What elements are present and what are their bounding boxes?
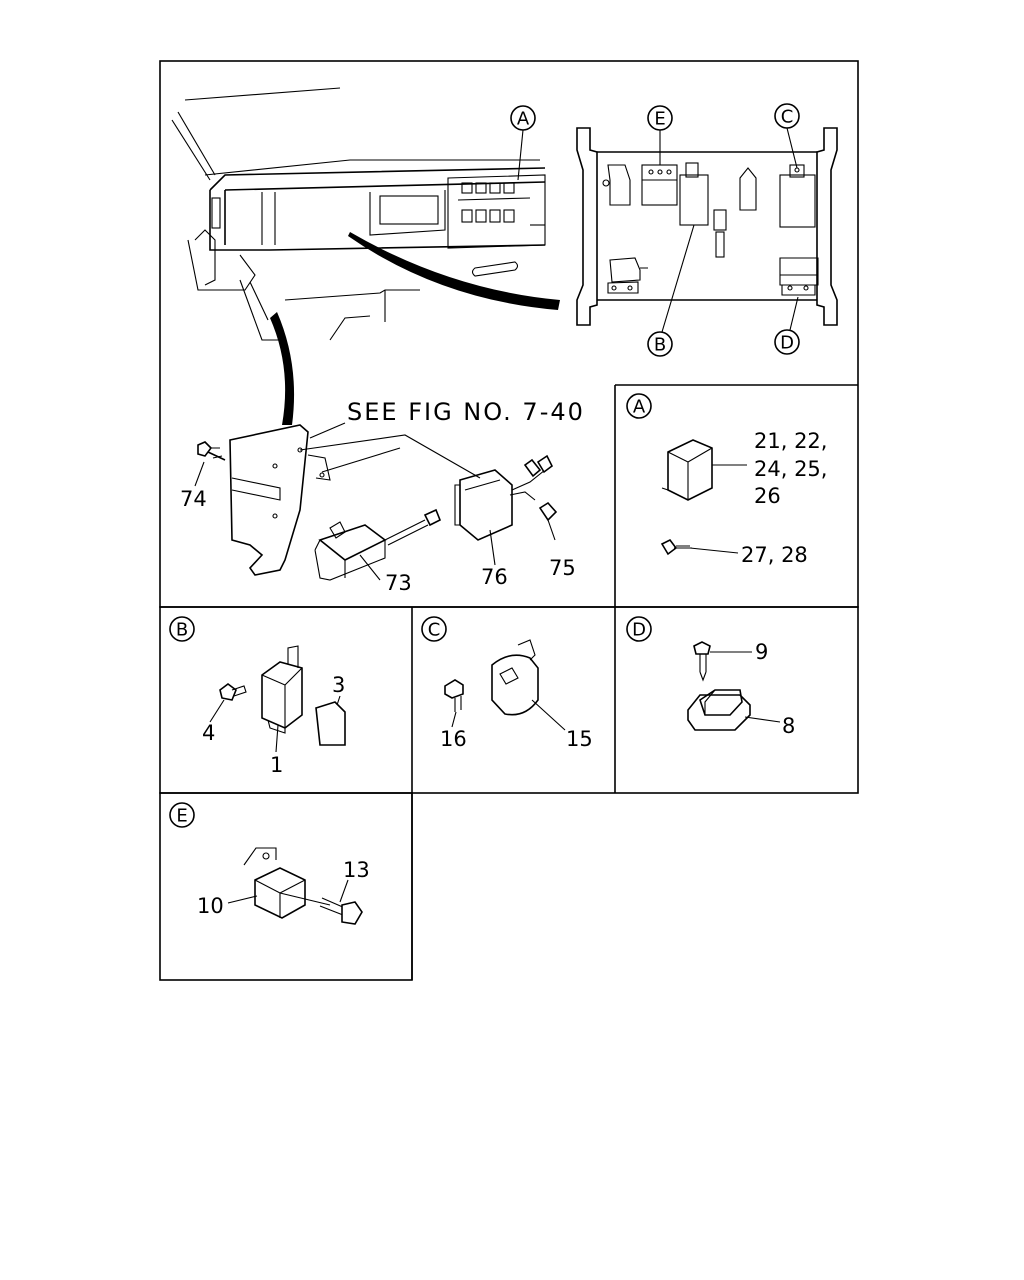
callout-d: D bbox=[774, 296, 800, 355]
screw-9 bbox=[693, 641, 711, 682]
panel-a-screw-label: 27, 28 bbox=[741, 543, 808, 567]
panel-a-marker: A bbox=[633, 397, 646, 418]
panel-d-label-9: 9 bbox=[755, 640, 768, 664]
bracket-assembly: SEE FIG NO. 7-40 bbox=[197, 398, 585, 581]
relay-10 bbox=[243, 847, 306, 919]
screw-4 bbox=[219, 683, 247, 701]
callout-b: B bbox=[647, 224, 695, 357]
panel-e: E 13 10 bbox=[169, 802, 370, 925]
panel-c-label-15: 15 bbox=[566, 727, 593, 751]
panel-e-marker: E bbox=[176, 806, 187, 827]
part-label-74: 74 bbox=[180, 487, 207, 511]
panel-e-label-10: 10 bbox=[197, 894, 224, 918]
callout-a: A bbox=[510, 105, 536, 181]
part-label-76: 76 bbox=[481, 565, 508, 589]
panel-c: C 16 15 bbox=[421, 616, 593, 751]
part-label-73: 73 bbox=[385, 571, 412, 595]
relay-15 bbox=[491, 639, 539, 716]
panel-b-label-1: 1 bbox=[270, 753, 283, 777]
svg-text:B: B bbox=[654, 335, 666, 356]
relay-8 bbox=[687, 689, 751, 731]
panel-b: B 3 4 1 bbox=[169, 616, 346, 777]
diagram-frame bbox=[159, 60, 859, 981]
panel-a: A 21, 22, 24, 25, 26 27, 28 bbox=[626, 393, 827, 567]
svg-text:C: C bbox=[781, 107, 794, 128]
svg-text:A: A bbox=[517, 109, 530, 130]
relay-1 bbox=[261, 645, 303, 734]
panel-e-label-13: 13 bbox=[343, 858, 370, 882]
panel-b-label-3: 3 bbox=[332, 673, 345, 697]
screw-27-28 bbox=[660, 538, 692, 556]
panel-a-label-1: 21, 22, bbox=[754, 429, 827, 453]
panel-a-label-2: 24, 25, bbox=[754, 457, 827, 481]
panel-c-marker: C bbox=[428, 620, 441, 641]
part-label-75: 75 bbox=[549, 556, 576, 580]
relay-panel bbox=[576, 127, 838, 326]
callout-c: C bbox=[774, 103, 800, 169]
panel-b-marker: B bbox=[176, 620, 188, 641]
fuse-block-a bbox=[457, 182, 531, 223]
panel-a-label-3: 26 bbox=[754, 484, 781, 508]
svg-text:E: E bbox=[654, 109, 665, 130]
panel-b-label-4: 4 bbox=[202, 721, 215, 745]
panel-c-label-16: 16 bbox=[440, 727, 467, 751]
detail-pointer-arrows bbox=[270, 232, 560, 425]
main-view-callouts: A E C B D bbox=[510, 103, 800, 357]
panel-d: D 9 8 bbox=[626, 616, 795, 738]
see-fig-reference: SEE FIG NO. 7-40 bbox=[347, 398, 585, 426]
bolt-16 bbox=[444, 679, 464, 712]
dashboard-illustration bbox=[171, 87, 546, 341]
svg-text:D: D bbox=[780, 333, 794, 354]
bolt-13 bbox=[279, 892, 363, 925]
bracket-3 bbox=[315, 701, 346, 746]
main-view-part-labels: 74 73 76 75 bbox=[180, 461, 576, 595]
relay-21-26 bbox=[661, 439, 713, 501]
callout-e: E bbox=[647, 105, 673, 165]
panel-d-marker: D bbox=[632, 620, 646, 641]
panel-d-label-8: 8 bbox=[782, 714, 795, 738]
